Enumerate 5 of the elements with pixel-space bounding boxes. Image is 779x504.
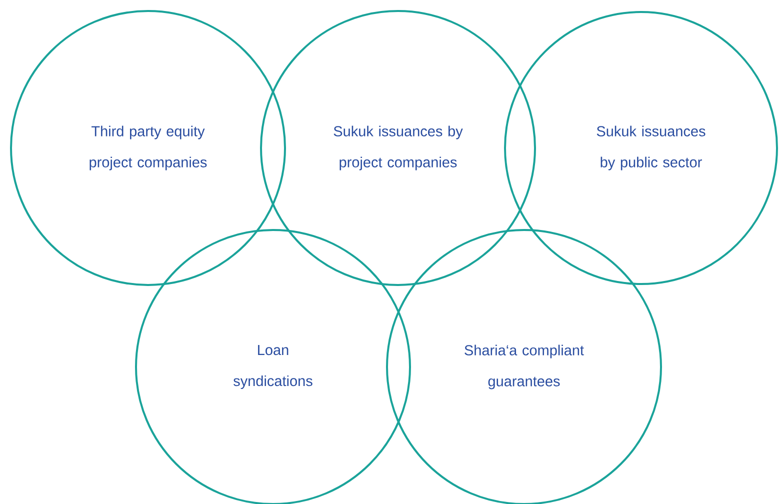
circle-label: Sharia‘a compliant guarantees — [464, 344, 584, 390]
circle-label: Loan syndications — [234, 345, 312, 389]
circle-label: Sukuk issuances by project companies — [334, 126, 463, 170]
circle-label: Sukuk issuances by public sector — [596, 126, 706, 170]
circle-label: Third party equity project companies — [90, 126, 207, 170]
